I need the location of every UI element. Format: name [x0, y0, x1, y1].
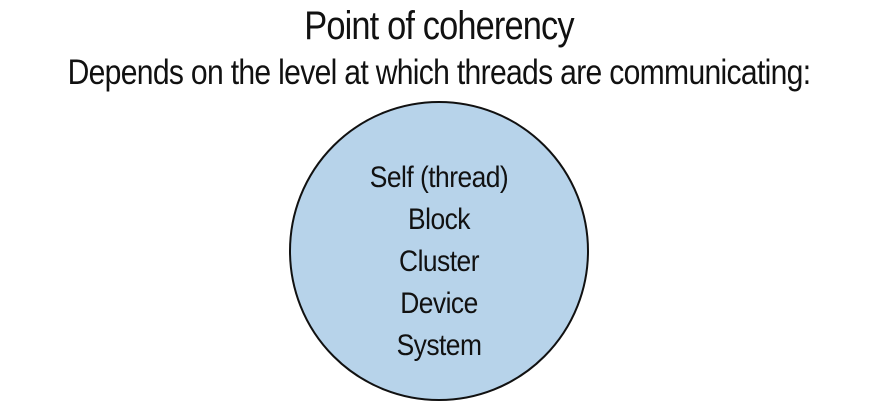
diagram-subtitle: Depends on the level at which threads ar… [67, 53, 812, 92]
level-system: System [396, 329, 482, 362]
level-device: Device [400, 287, 478, 320]
diagram-title: Point of coherency [304, 4, 574, 48]
level-self-thread: Self (thread) [369, 161, 509, 194]
coherency-level-list: Self (thread) Block Cluster Device Syste… [339, 157, 539, 367]
coherency-circle [289, 101, 589, 401]
level-block: Block [408, 203, 470, 236]
level-cluster: Cluster [399, 245, 479, 278]
